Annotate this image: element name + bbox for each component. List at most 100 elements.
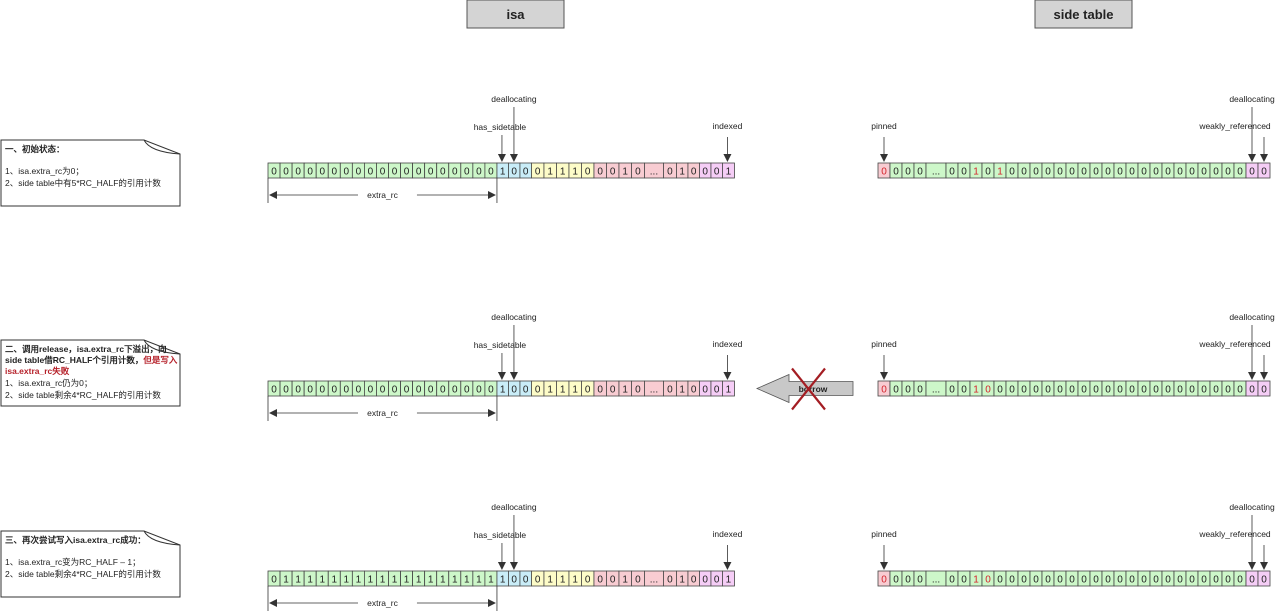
side-table-bit: 0 [1117, 575, 1123, 586]
isa-tail-bit: 1 [622, 575, 628, 586]
pinned-label: pinned [871, 121, 897, 131]
isa-header-label: isa [506, 7, 525, 22]
isa-extra-rc-bit: 0 [283, 385, 289, 396]
isa-extra-rc-bit: 1 [283, 575, 289, 586]
isa-tail-cell [722, 162, 735, 179]
side-table-bit: 0 [1117, 167, 1123, 178]
isa-tail-cell [722, 570, 735, 587]
side-table-bit: 1 [973, 385, 979, 396]
note-line: 1、isa.extra_rc仍为0； [5, 378, 92, 388]
side-table-bit: 0 [881, 575, 887, 586]
isa-header: isa [466, 0, 565, 29]
side-table-bit: 0 [1093, 575, 1099, 586]
isa-extra-rc-bit: 0 [440, 385, 446, 396]
extra-rc-label: extra_rc [367, 598, 398, 608]
extra-rc-label: extra_rc [367, 408, 398, 418]
isa-extra-rc-bit: 0 [295, 167, 301, 178]
indexed-label: indexed [713, 529, 743, 539]
isa-tail-bit: 0 [610, 385, 616, 396]
side-table-bit: ... [932, 167, 940, 178]
st-deallocating-label: deallocating [1229, 312, 1275, 322]
isa-tail-bit: ... [650, 385, 658, 396]
indexed-label: indexed [713, 339, 743, 349]
isa-tail-bit: 0 [610, 167, 616, 178]
note-box: 三、再次尝试写入isa.extra_rc成功：1、isa.extra_rc变为R… [0, 530, 181, 598]
side-table-bit: 0 [985, 167, 991, 178]
section-1: 一、初始状态：1、isa.extra_rc为0；2、side table中有5*… [0, 94, 1275, 207]
isa-extra-rc-bit: 0 [452, 167, 458, 178]
side-table-bit: 0 [1237, 385, 1243, 396]
note-line: 1、isa.extra_rc变为RC_HALF – 1； [5, 557, 141, 567]
isa-tail-bit: 0 [667, 167, 673, 178]
side-table-bit: 0 [1093, 385, 1099, 396]
isa-extra-rc-bit: 0 [476, 385, 482, 396]
isa-extra-rc-bit: 1 [295, 575, 301, 586]
isa-extra-rc-bit: 1 [464, 575, 470, 586]
side-table-bit: 0 [1105, 575, 1111, 586]
isa-tail-bit: 1 [622, 167, 628, 178]
side-table-bit: ... [932, 575, 940, 586]
note-fold [143, 339, 181, 355]
isa-tail-bit: 1 [679, 575, 685, 586]
side-table-bit: 0 [1189, 385, 1195, 396]
side-table-bit: 0 [1117, 385, 1123, 396]
isa-extra-rc-bit: 1 [440, 575, 446, 586]
isa-extra-rc-bit: 0 [295, 385, 301, 396]
isa-tail-bit: ... [650, 575, 658, 586]
isa-tail-bit: 1 [560, 167, 566, 178]
side-table-bit: 1 [973, 575, 979, 586]
isa-tail-bit: 1 [500, 385, 506, 396]
side-table-bit: 0 [1153, 167, 1159, 178]
note-line: 2、side table剩余4*RC_HALF的引用计数 [5, 390, 161, 400]
isa-tail-bit: 1 [560, 575, 566, 586]
isa-tail-bit: 0 [523, 575, 529, 586]
note-fold [143, 139, 181, 155]
isa-tail-bit: 1 [572, 575, 578, 586]
isa-extra-rc-bit: 0 [404, 167, 410, 178]
side-table-bit: 0 [1033, 575, 1039, 586]
side-table-bit: 0 [1069, 385, 1075, 396]
isa-tail-bit: 0 [635, 167, 641, 178]
side-table-bit: 0 [1213, 167, 1219, 178]
side-table-bit: 0 [1141, 575, 1147, 586]
isa-tail-bit: 0 [597, 385, 603, 396]
side-table-bit: 0 [1261, 167, 1267, 178]
side-table-bit: 0 [1153, 575, 1159, 586]
side-table-bit: 0 [1021, 385, 1027, 396]
isa-extra-rc-bit: 0 [307, 385, 313, 396]
isa-extra-rc-bit: 0 [344, 167, 350, 178]
side-table-bit: 0 [893, 575, 899, 586]
side-table-bit: 0 [917, 385, 923, 396]
side-table-bit: 0 [1213, 575, 1219, 586]
side-table-bit: 0 [997, 385, 1003, 396]
isa-tail-bit: 0 [691, 385, 697, 396]
isa-tail-cell [722, 380, 735, 397]
isa-tail-bit: 1 [547, 167, 553, 178]
side-table-bit: 0 [1069, 167, 1075, 178]
isa-extra-rc-bit: 0 [404, 385, 410, 396]
isa-tail-bit: 0 [597, 575, 603, 586]
note-title: 一、初始状态： [5, 144, 65, 154]
side-table-bit: 0 [1021, 167, 1027, 178]
isa-extra-rc-bit: 0 [283, 167, 289, 178]
isa-extra-rc-bit: 0 [331, 385, 337, 396]
isa-extra-rc-bit: 1 [319, 575, 325, 586]
side-table-bit: 0 [997, 575, 1003, 586]
weakly-referenced-label: weakly_referenced [1198, 339, 1271, 349]
side-table-bit: 0 [905, 575, 911, 586]
isa-tail-bit: 0 [714, 575, 720, 586]
isa-extra-rc-bit: 0 [488, 167, 494, 178]
side-table-bit: 0 [949, 385, 955, 396]
side-table-bit: 0 [1045, 385, 1051, 396]
note-outline [0, 530, 181, 598]
isa-extra-rc-bit: 0 [344, 385, 350, 396]
side-table-bit: 0 [1261, 575, 1267, 586]
side-table-bit: 0 [1129, 575, 1135, 586]
side-table-bit: 0 [1129, 167, 1135, 178]
weakly-referenced-label: weakly_referenced [1198, 529, 1271, 539]
side-table-cell [1257, 162, 1271, 179]
isa-tail-bit: 0 [610, 575, 616, 586]
